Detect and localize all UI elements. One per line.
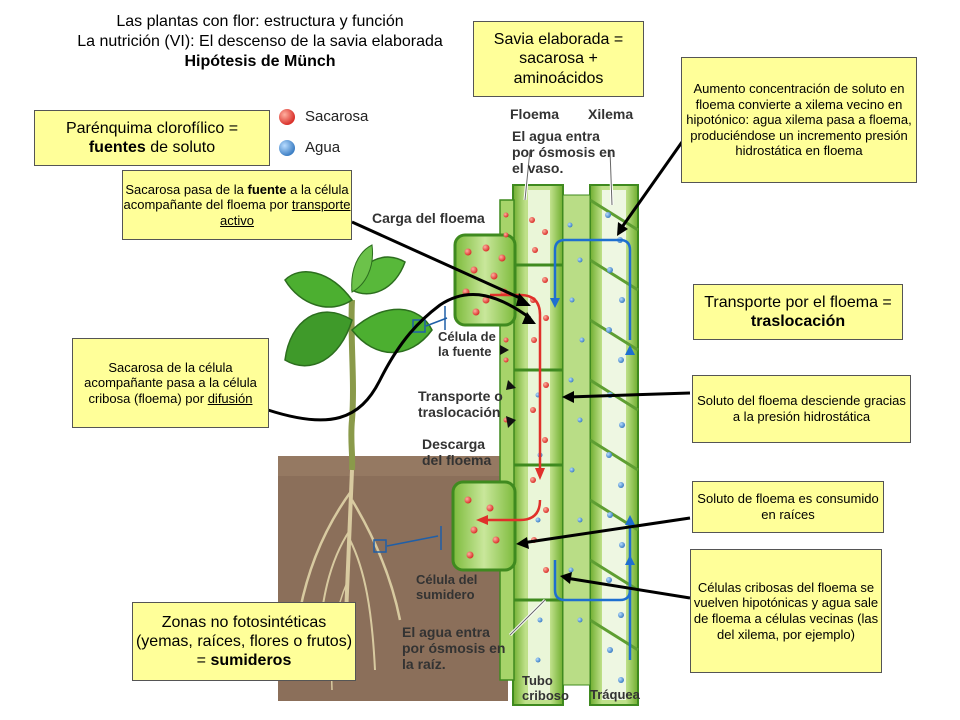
plant [284, 244, 433, 691]
leaf-zoom-marker [412, 319, 426, 333]
soluto-desciende-text: Soluto del floema desciende gracias a la… [697, 393, 906, 424]
savia-text: Savia elaborada = sacarosa + aminoácidos [493, 31, 624, 87]
sucrose-legend-ball [279, 109, 295, 125]
label-tubo-criboso: Tubo criboso [522, 673, 569, 703]
carga-underline: transporte activo [220, 197, 351, 228]
zonas-pre: Zonas no fotosintéticas (yemas, raíces, … [135, 613, 353, 670]
transporte-pre: Transporte por el floema = [704, 293, 892, 311]
celulas-cribosas-text: Células cribosas del floema se vuelven h… [693, 579, 879, 642]
sink-cell [451, 480, 517, 572]
difusion-underline: difusión [207, 390, 253, 406]
carga-bold: fuente [247, 181, 287, 197]
transporte-text: Transporte por el floema = traslocación [694, 293, 902, 331]
legend-water-label: Agua [305, 139, 341, 156]
legend-sucrose-label: Sacarosa [305, 108, 369, 125]
page-title: Las plantas con flor: estructura y funci… [40, 12, 480, 72]
celulas-cribosas-box: Células cribosas del floema se vuelven h… [690, 549, 882, 673]
difusion-text: Sacarosa de la célula acompañante pasa a… [73, 360, 268, 407]
parenquima-pre: Parénquima clorofílico = [65, 119, 239, 137]
parenquima-text: Parénquima clorofílico = fuentes de solu… [66, 119, 238, 157]
carga-text: Sacarosa pasa de la fuente a la célula a… [123, 182, 351, 229]
water-flow-arrows [553, 238, 632, 660]
label-floema: Floema [510, 106, 560, 122]
label-transporte: Transporte o traslocación [418, 388, 503, 421]
label-agua-entra-raiz: El agua entra por ósmosis en la raíz. [402, 624, 506, 673]
label-carga-floema: Carga del floema [372, 210, 485, 226]
aumento-box: Aumento concentración de soluto en floem… [681, 57, 917, 183]
carga-box: Sacarosa pasa de la fuente a la célula a… [122, 170, 352, 240]
label-celula-sumidero: Célula del sumidero [416, 572, 478, 602]
zonas-box: Zonas no fotosintéticas (yemas, raíces, … [132, 602, 356, 681]
label-descarga: Descarga del floema [422, 436, 492, 469]
soluto-consumido-box: Soluto de floema es consumido en raíces [692, 481, 884, 533]
parenquima-box: Parénquima clorofílico = fuentes de solu… [34, 110, 270, 166]
title-line-3: Hipótesis de Münch [184, 53, 336, 70]
carga-pre: Sacarosa pasa de la [125, 181, 244, 197]
title-line-1: Las plantas con flor: estructura y funci… [116, 13, 404, 30]
transporte-bold: traslocación [750, 313, 846, 330]
difusion-box: Sacarosa de la célula acompañante pasa a… [72, 338, 269, 428]
transporte-box: Transporte por el floema = traslocación [693, 284, 903, 340]
zonas-text: Zonas no fotosintéticas (yemas, raíces, … [133, 613, 355, 671]
label-celula-fuente: Célula de la fuente [438, 329, 496, 359]
root-zoom-marker [373, 539, 387, 553]
carga-mid: a la célula acompañante del floema por [123, 181, 349, 213]
soluto-consumido-text: Soluto de floema es consumido en raíces [697, 491, 879, 522]
soluto-desciende-box: Soluto del floema desciende gracias a la… [692, 375, 911, 443]
difusion-pre: Sacarosa de la célula acompañante pasa a… [84, 359, 257, 406]
parenquima-bold: fuentes [88, 139, 146, 156]
water-legend-ball [279, 140, 295, 156]
parenquima-post: de soluto [150, 139, 216, 156]
zonas-bold: sumideros [210, 652, 292, 670]
annotation-arrows [267, 141, 691, 600]
title-line-2: La nutrición (VI): El descenso de la sav… [77, 33, 443, 50]
label-traquea: Tráquea [590, 687, 640, 702]
aumento-text: Aumento concentración de soluto en floem… [686, 81, 912, 159]
savia-box: Savia elaborada = sacarosa + aminoácidos [473, 21, 644, 97]
label-agua-entra-vaso: El agua entra por ósmosis en el vaso. [512, 128, 616, 177]
water-dots [535, 212, 625, 683]
label-xilema: Xilema [588, 106, 634, 122]
